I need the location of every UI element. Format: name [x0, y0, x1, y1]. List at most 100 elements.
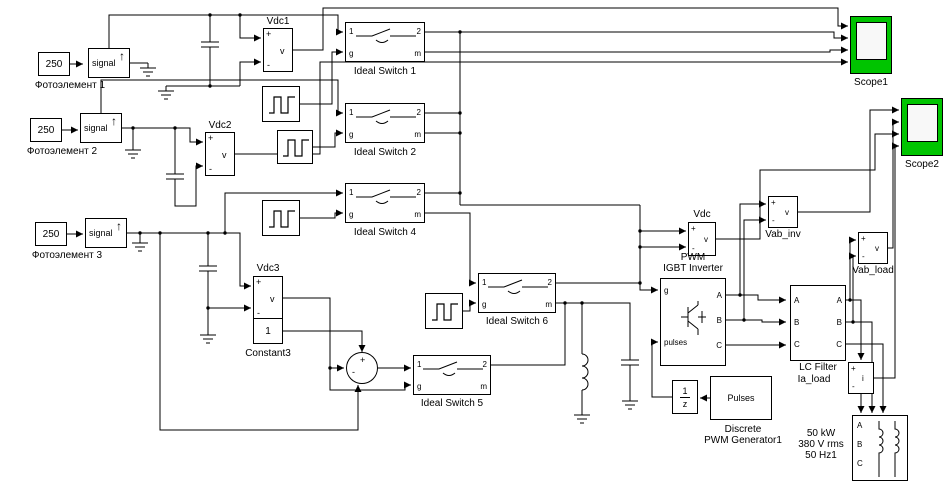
port-1-label: 1 — [349, 188, 354, 197]
i-label: i — [862, 374, 864, 383]
signal-label: signal — [84, 123, 108, 133]
pulse-wave-icon — [269, 96, 295, 114]
port-pulses-label: pulses — [664, 338, 688, 347]
block-signal-3[interactable]: signal ↑ — [85, 218, 127, 248]
plus-label: + — [851, 364, 856, 373]
block-photocell-2[interactable]: 250 — [30, 118, 62, 142]
block-signal-1[interactable]: signal ↑ — [88, 48, 130, 78]
switch-contact-icon — [356, 189, 416, 204]
block-ideal-switch-5[interactable]: 1 2 g m — [413, 355, 491, 395]
port-2-label: 2 — [482, 360, 487, 369]
block-vdc3-measure[interactable]: + v - — [253, 276, 283, 320]
capacitor-icon — [200, 29, 220, 61]
caption-vab-inv: Vab_inv — [765, 229, 801, 240]
ground-icon — [199, 329, 217, 344]
block-pulses[interactable]: Pulses — [710, 376, 772, 420]
block-three-phase-load[interactable]: A B C — [852, 415, 908, 481]
block-scope1[interactable] — [850, 16, 892, 74]
signal-arrow-icon: ↑ — [119, 49, 125, 63]
pulses-label: Pulses — [727, 393, 755, 403]
minus-label: - — [267, 60, 270, 70]
ground-icon — [139, 62, 157, 77]
block-signal-2[interactable]: signal ↑ — [80, 113, 122, 143]
constant-value: 250 — [42, 228, 60, 240]
port-a-label: A — [716, 291, 722, 300]
port-b-label: B — [716, 316, 722, 325]
port-c-label: C — [794, 340, 800, 349]
block-pulse-generator-1[interactable] — [262, 86, 300, 122]
port-g-label: g — [417, 382, 422, 391]
caption-lc-filter: LC Filter — [799, 362, 837, 373]
plus-label: + — [208, 133, 214, 143]
block-vdc-measure[interactable]: + v - — [688, 222, 716, 256]
block-ideal-switch-6[interactable]: 1 2 g m — [478, 273, 556, 313]
caption-scope1: Scope1 — [854, 77, 888, 88]
plus-label: + — [266, 29, 272, 39]
caption-vdc: Vdc — [693, 209, 711, 220]
block-ideal-switch-2[interactable]: 1 2 g m — [345, 103, 425, 143]
port-g-label: g — [664, 286, 669, 295]
unit-delay-fraction: 1 z — [673, 381, 697, 413]
caption-vab-load: Vab_load — [852, 265, 894, 276]
block-unit-delay[interactable]: 1 z — [672, 380, 698, 414]
caption-vdc2: Vdc2 — [208, 120, 232, 131]
caption-line: PWM Generator1 — [704, 435, 782, 446]
block-photocell-3[interactable]: 250 — [35, 222, 67, 246]
port-2-label: 2 — [416, 188, 421, 197]
port-m-label: m — [414, 130, 421, 139]
port-a-label: A — [857, 421, 863, 430]
block-photocell-1[interactable]: 250 — [38, 52, 70, 76]
block-vdc1-measure[interactable]: + v - — [263, 28, 293, 72]
caption-line: 50 kW — [806, 428, 836, 439]
ground-icon — [157, 85, 175, 100]
block-vab-load-measure[interactable]: + v - — [858, 232, 888, 264]
minus-label: - — [852, 382, 855, 391]
caption-discrete-pwm-generator: Discrete PWM Generator1 — [698, 424, 788, 446]
caption-photocell-2: Фотоэлемент 2 — [26, 146, 98, 157]
port-c-label: C — [716, 341, 722, 350]
block-vdc2-measure[interactable]: + v - — [205, 132, 235, 176]
caption-ideal-switch-2: Ideal Switch 2 — [353, 147, 417, 158]
port-1-label: 1 — [349, 27, 354, 36]
block-vab-inv-measure[interactable]: + v - — [768, 196, 798, 228]
v-label: v — [875, 244, 879, 253]
port-2-label: 2 — [416, 27, 421, 36]
block-scope2[interactable] — [901, 98, 943, 156]
caption-ideal-switch-6: Ideal Switch 6 — [485, 316, 549, 327]
constant-value: 250 — [37, 124, 55, 136]
scope-screen — [856, 22, 887, 60]
port-m-label: m — [480, 382, 487, 391]
block-lc-filter[interactable]: A B C A B C — [790, 285, 846, 361]
caption-photocell-1: Фотоэлемент 1 — [34, 80, 106, 91]
block-ia-load-measure[interactable]: + i - — [848, 362, 874, 394]
block-pulse-generator-2[interactable] — [277, 130, 313, 164]
plus-label: + — [861, 234, 866, 243]
minus-label: - — [209, 164, 212, 174]
caption-line: 50 Hz1 — [805, 450, 837, 461]
ground-icon — [621, 395, 639, 410]
port-m-label: m — [545, 300, 552, 309]
block-ideal-switch-1[interactable]: 1 2 g m — [345, 22, 425, 62]
caption-scope2: Scope2 — [905, 159, 939, 170]
block-constant3[interactable]: 1 — [253, 318, 283, 344]
block-pwm-igbt-inverter[interactable]: g pulses A B C — [660, 278, 726, 366]
port-a-label: A — [836, 296, 842, 305]
sum-plus-sign: + — [360, 355, 366, 365]
block-ideal-switch-4[interactable]: 1 2 g m — [345, 183, 425, 223]
port-b-label: B — [836, 318, 842, 327]
inductor-icon — [581, 353, 589, 391]
block-pulse-generator-3[interactable] — [262, 200, 300, 236]
signal-arrow-icon: ↑ — [116, 219, 122, 233]
port-g-label: g — [349, 49, 354, 58]
minus-label: - — [257, 308, 260, 318]
port-g-label: g — [349, 210, 354, 219]
caption-ia-load: Ia_load — [797, 374, 831, 385]
block-sum[interactable]: + - — [346, 352, 378, 384]
caption-vdc1: Vdc1 — [266, 16, 290, 27]
switch-contact-icon — [423, 361, 483, 376]
minus-label: - — [862, 252, 865, 261]
delay-denominator: z — [682, 398, 688, 409]
block-pulse-generator-4[interactable] — [425, 293, 463, 329]
signal-arrow-icon: ↑ — [111, 114, 117, 128]
